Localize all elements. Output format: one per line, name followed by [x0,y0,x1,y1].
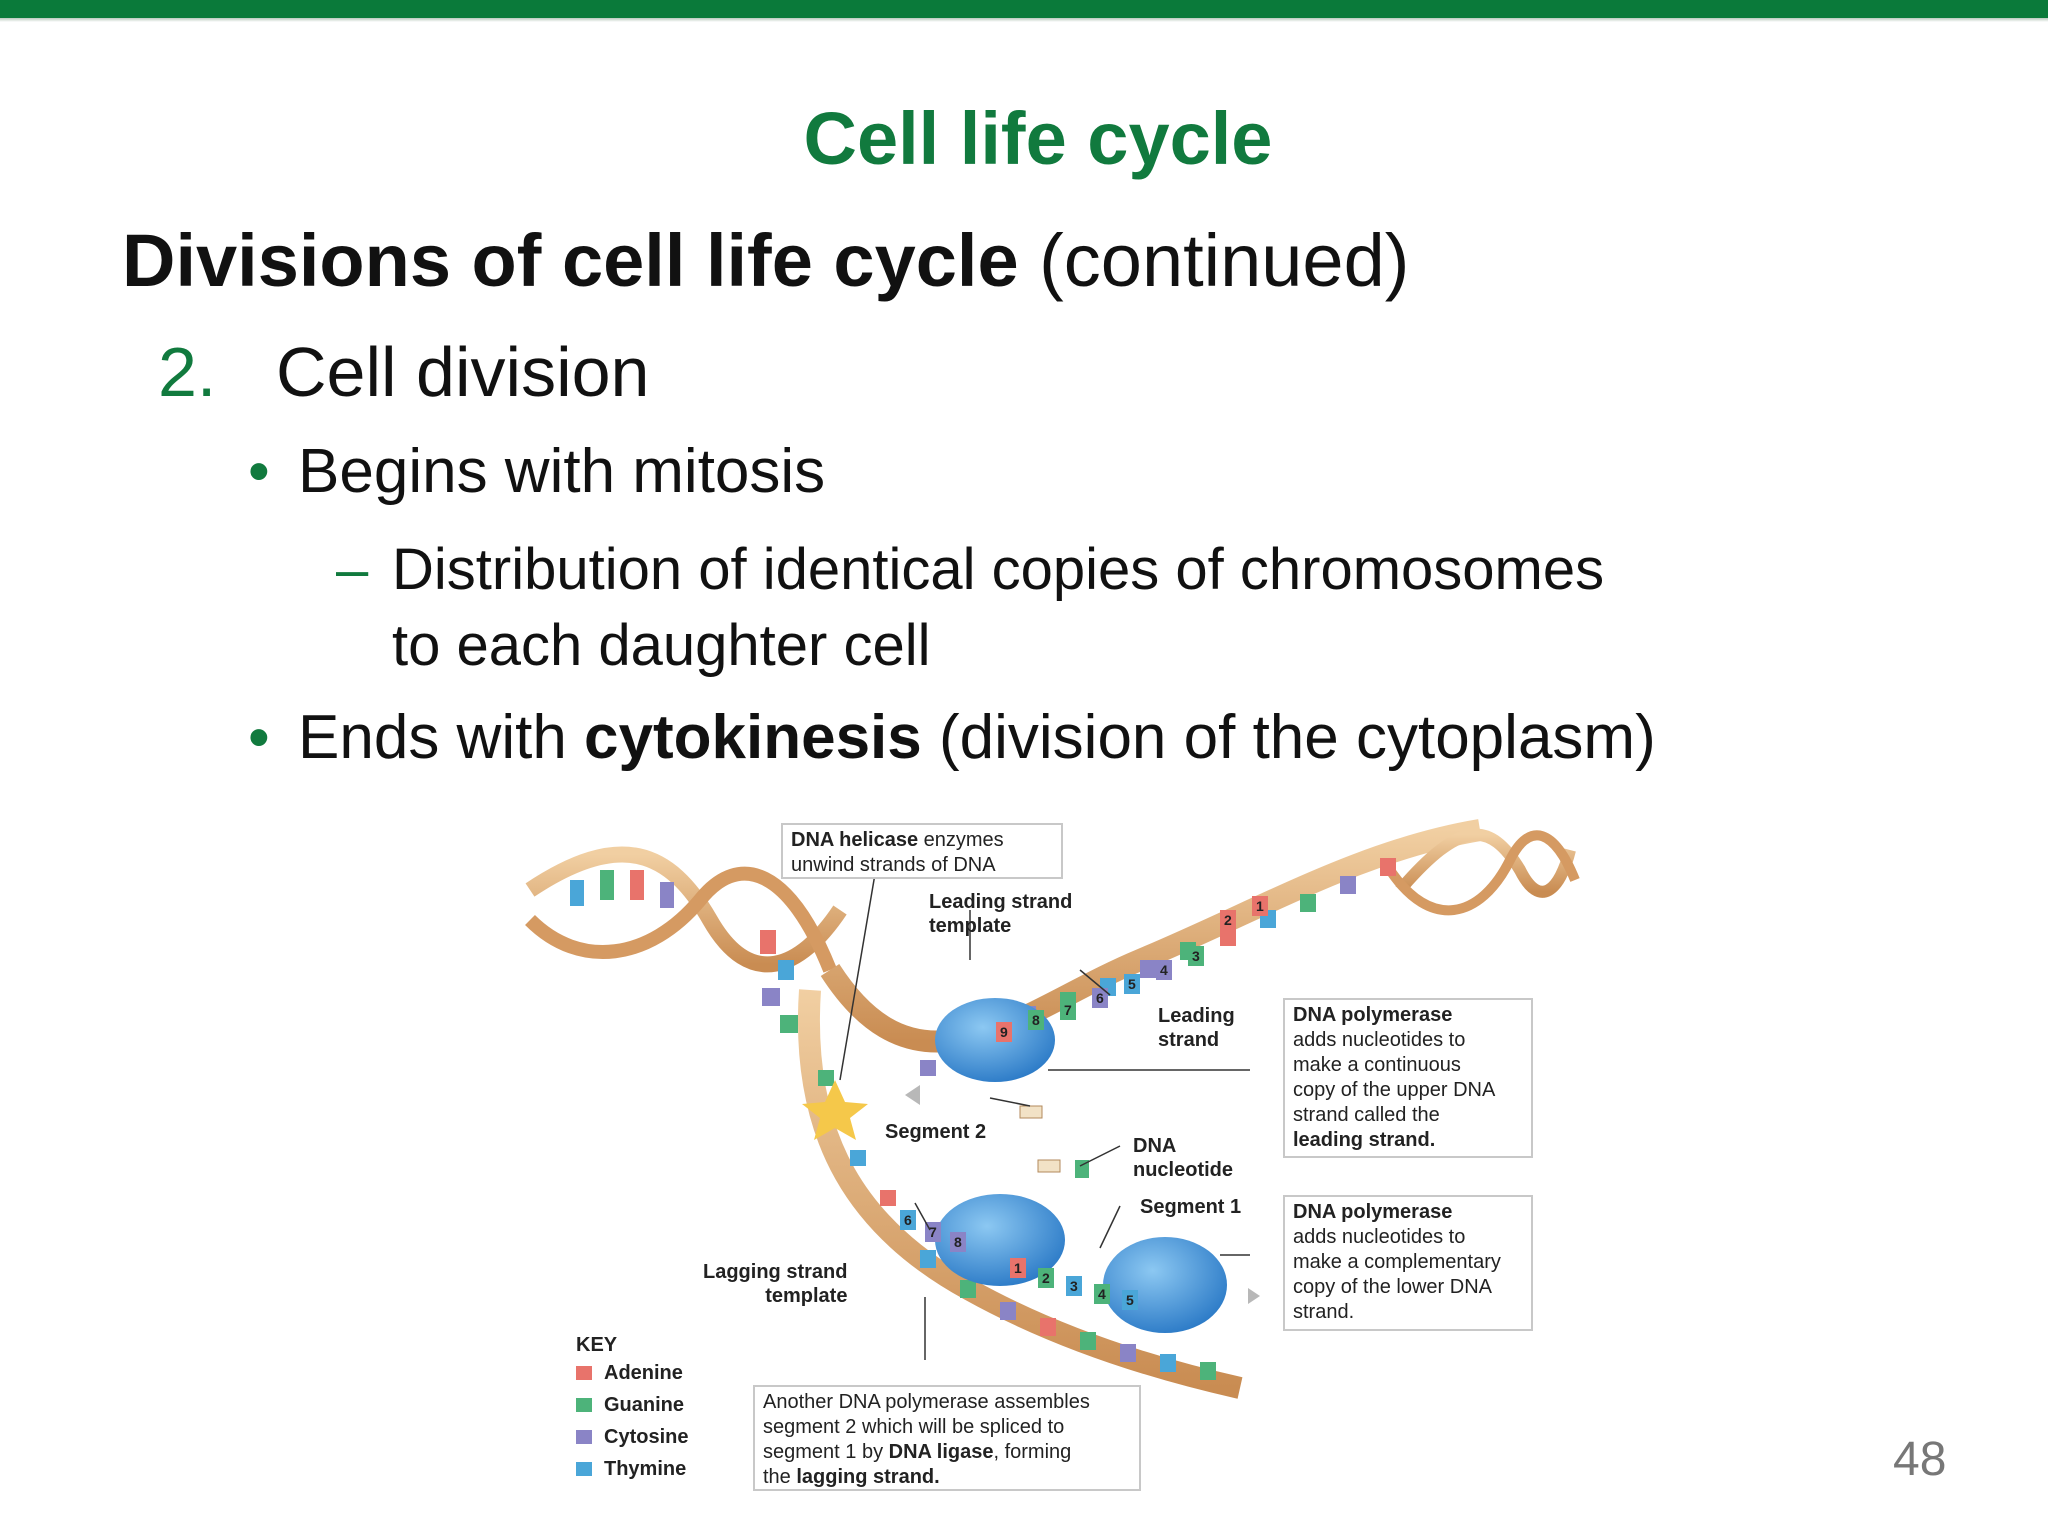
adenine-swatch [576,1366,592,1380]
guanine-swatch [576,1398,592,1412]
figure-key: KEY Adenine Guanine Cytosine Thymine [576,1334,688,1485]
ligase-line2: segment 2 which will be spliced to [763,1416,1065,1438]
upper-nt-3: 3 [1192,948,1200,964]
ligase-line3-bold: DNA ligase [888,1441,994,1463]
leading-strand-template-label: Leading strand template [929,891,1073,937]
polymerase-lagging-text: adds nucleotides to make a complementary… [1293,1226,1501,1323]
key-label: Guanine [604,1393,685,1416]
key-row-adenine: Adenine [576,1357,688,1389]
upper-nt-5: 5 [1128,976,1136,992]
dash-marker: – [336,537,369,602]
dna-replication-figure: 9 8 7 6 5 4 3 2 1 6 7 8 1 2 3 4 5 [525,819,1580,1399]
lower-nt-2: 2 [1042,1270,1050,1286]
left-helix-strand-b [525,866,837,973]
bullet-2-pre: Ends with [298,703,585,772]
polymerase-upper [935,998,1055,1082]
heading-rest: (continued) [1018,219,1410,302]
segment-1-label: Segment 1 [1140,1196,1242,1218]
direction-arrows [905,1085,1260,1304]
upper-strand-backbone [820,819,1482,1053]
slide-heading: Divisions of cell life cycle (continued) [122,218,1409,303]
numbered-item: 2. Cell division [158,332,649,412]
free-nucleotides [1019,1105,1089,1178]
lagging-strand-template-label: Lagging strand template [703,1261,848,1307]
lower-nt-6: 6 [904,1212,912,1228]
slide-title: Cell life cycle [803,97,1273,180]
helicase-rest: enzymes [918,829,1004,851]
upper-nt-8: 8 [1032,1012,1040,1028]
ligase-line4-pre: the [763,1466,797,1488]
lower-nt-5: 5 [1126,1292,1134,1308]
thymine-swatch [576,1462,592,1476]
right-helix-strand-a [1395,828,1576,898]
upper-new-strand: 9 8 7 6 5 4 3 2 1 [996,896,1268,1042]
polymerase-leading-text: adds nucleotides to make a continuous co… [1293,1029,1496,1126]
bullet-1-text: Begins with mitosis [298,437,826,506]
ligase-line3-post: , forming [993,1441,1072,1463]
upper-nt-1: 1 [1256,898,1264,914]
helicase-bold: DNA helicase [791,829,919,851]
bullet-2-bold: cytokinesis [584,703,922,772]
lower-nt-1: 1 [1014,1260,1022,1276]
helicase-box: DNA helicase enzymes unwind strands of D… [781,823,1063,879]
polymerase-lagging-box: DNA polymerase adds nucleotides to make … [1283,1195,1533,1331]
heading-bold: Divisions of cell life cycle [122,219,1019,302]
lower-nt-3: 3 [1070,1278,1078,1294]
key-title: KEY [576,1334,618,1356]
polymerase-leading-end: leading strand. [1293,1129,1436,1151]
lower-nt-8: 8 [954,1234,962,1250]
polymerase-lagging-bold: DNA polymerase [1293,1201,1453,1223]
polymerase-leading-box: DNA polymerase adds nucleotides to make … [1283,998,1533,1158]
ligase-line4-bold: lagging strand. [796,1466,940,1488]
segment-2-label: Segment 2 [885,1121,987,1143]
page-number: 48 [1893,1433,1947,1486]
bullet-dot: • [248,703,270,772]
key-row-cytosine: Cytosine [576,1421,688,1453]
sub-bullet-1-text: Distribution of identical copies of chro… [392,532,1604,684]
polymerase-lower-left [935,1194,1065,1286]
key-row-guanine: Guanine [576,1389,688,1421]
sub-bullet-1-line2: to each daughter cell [392,613,931,678]
upper-nt-9: 9 [1000,1024,1008,1040]
item-number: 2. [158,333,217,411]
polymerase-lower-right [1103,1237,1227,1333]
upper-nt-7: 7 [1064,1002,1072,1018]
upper-nt-2: 2 [1224,912,1232,928]
bullet-2: • Ends with cytokinesis (division of the … [248,702,1656,773]
key-row-thymine: Thymine [576,1453,688,1485]
right-helix-strand-b [1385,830,1580,916]
cytosine-swatch [576,1430,592,1444]
helicase-line2: unwind strands of DNA [791,854,996,876]
left-helix-strand-a [525,846,847,973]
key-label: Adenine [604,1361,683,1384]
dna-nucleotide-label: DNA nucleotide [1133,1135,1234,1181]
top-bar-shadow [0,18,2048,22]
ligase-line3-pre: segment 1 by [763,1441,889,1463]
lower-nt-4: 4 [1098,1286,1106,1302]
key-label: Thymine [604,1457,687,1480]
bullet-dot: • [248,437,270,506]
ligase-box: Another DNA polymerase assembles segment… [753,1385,1141,1491]
item-text: Cell division [276,333,650,411]
bullet-2-post: (division of the cytoplasm) [921,703,1656,772]
lower-nt-7: 7 [929,1224,937,1240]
leading-strand-label: Leading strand [1158,1005,1235,1051]
sub-bullet-1-line1: Distribution of identical copies of chro… [392,537,1605,602]
key-label: Cytosine [604,1425,689,1448]
leader-lines [839,873,1250,1360]
ligase-line1: Another DNA polymerase assembles [763,1391,1090,1413]
bullet-1: • Begins with mitosis [248,436,825,507]
polymerase-leading-bold: DNA polymerase [1293,1004,1453,1026]
upper-nt-6: 6 [1096,990,1104,1006]
left-helix-bases [570,870,798,1033]
helicase-star [802,1080,868,1140]
top-accent-bar [0,0,2048,18]
upper-nt-4: 4 [1160,962,1168,978]
